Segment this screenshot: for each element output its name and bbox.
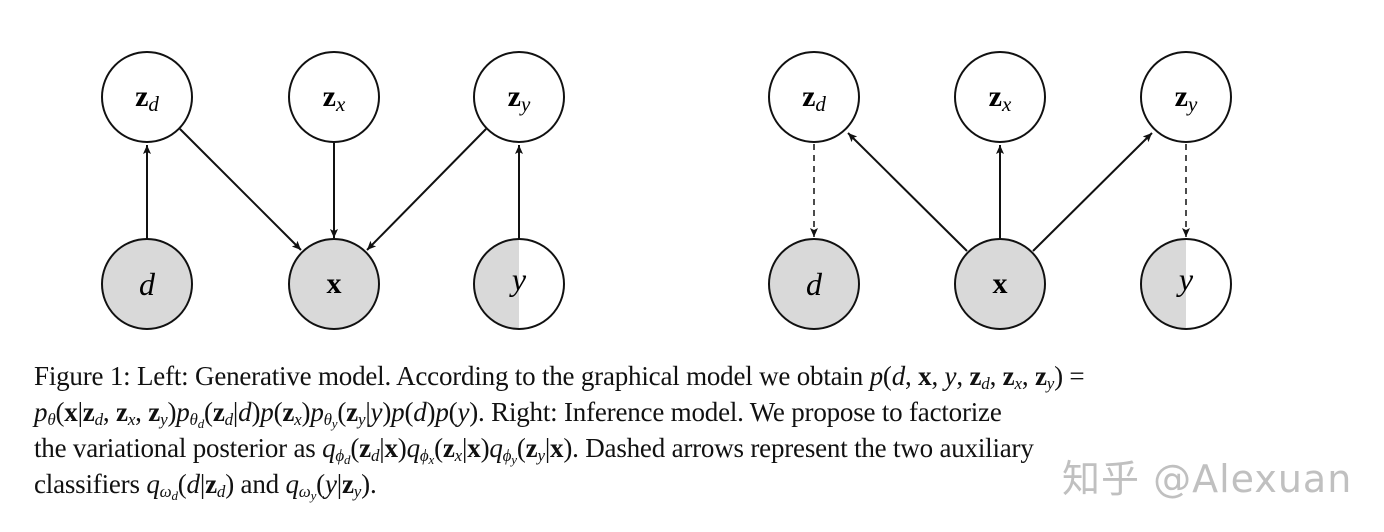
caption-line-3: the variational posterior as qϕd(zd|x)qϕ… xyxy=(34,433,1034,467)
generative-model: zd zx zy d x y xyxy=(101,51,565,330)
svg-text:x: x xyxy=(993,267,1008,300)
watermark: 知乎 @Alexuan xyxy=(1062,457,1353,501)
node-zy: zy xyxy=(473,51,565,143)
node-x: x xyxy=(288,238,380,330)
svg-text:zx: zx xyxy=(323,80,346,116)
edge-zy-to-x xyxy=(366,128,487,251)
caption-line-4: classifiers qωd(d|zd) and qωy(y|zy). xyxy=(34,469,377,503)
node-y-half-observed: y xyxy=(1140,238,1232,330)
svg-text:d: d xyxy=(806,266,823,302)
node-zy: zy xyxy=(1140,51,1232,143)
caption-line-1: Figure 1: Left: Generative model. Accord… xyxy=(34,361,1085,393)
node-d: d xyxy=(768,238,860,330)
svg-text:zd: zd xyxy=(135,80,159,116)
caption-line-2: pθ(x|zd, zx, zy)pθd(zd|d)p(zx)pθy(zy|y)p… xyxy=(34,397,1002,431)
node-zd: zd xyxy=(101,51,193,143)
node-zx: zx xyxy=(288,51,380,143)
edge-zd-to-x xyxy=(179,128,302,251)
svg-text:y: y xyxy=(1176,261,1194,297)
svg-text:x: x xyxy=(327,267,342,300)
node-d: d xyxy=(101,238,193,330)
svg-text:zd: zd xyxy=(802,80,826,116)
graphical-models-figure: zd zx zy d x y xyxy=(101,51,1232,330)
node-y-half-observed: y xyxy=(473,238,565,330)
svg-text:zx: zx xyxy=(989,80,1012,116)
edge-x-to-zd xyxy=(847,132,968,252)
edge-x-to-zy xyxy=(1032,132,1153,252)
svg-text:zy: zy xyxy=(1175,80,1198,116)
figure-caption: Figure 1: Left: Generative model. Accord… xyxy=(34,358,1324,502)
node-zx: zx xyxy=(954,51,1046,143)
node-zd: zd xyxy=(768,51,860,143)
node-x: x xyxy=(954,238,1046,330)
svg-text:y: y xyxy=(509,261,527,297)
svg-text:zy: zy xyxy=(508,80,531,116)
svg-text:d: d xyxy=(139,266,156,302)
inference-model: zd zx zy d x y xyxy=(768,51,1232,330)
